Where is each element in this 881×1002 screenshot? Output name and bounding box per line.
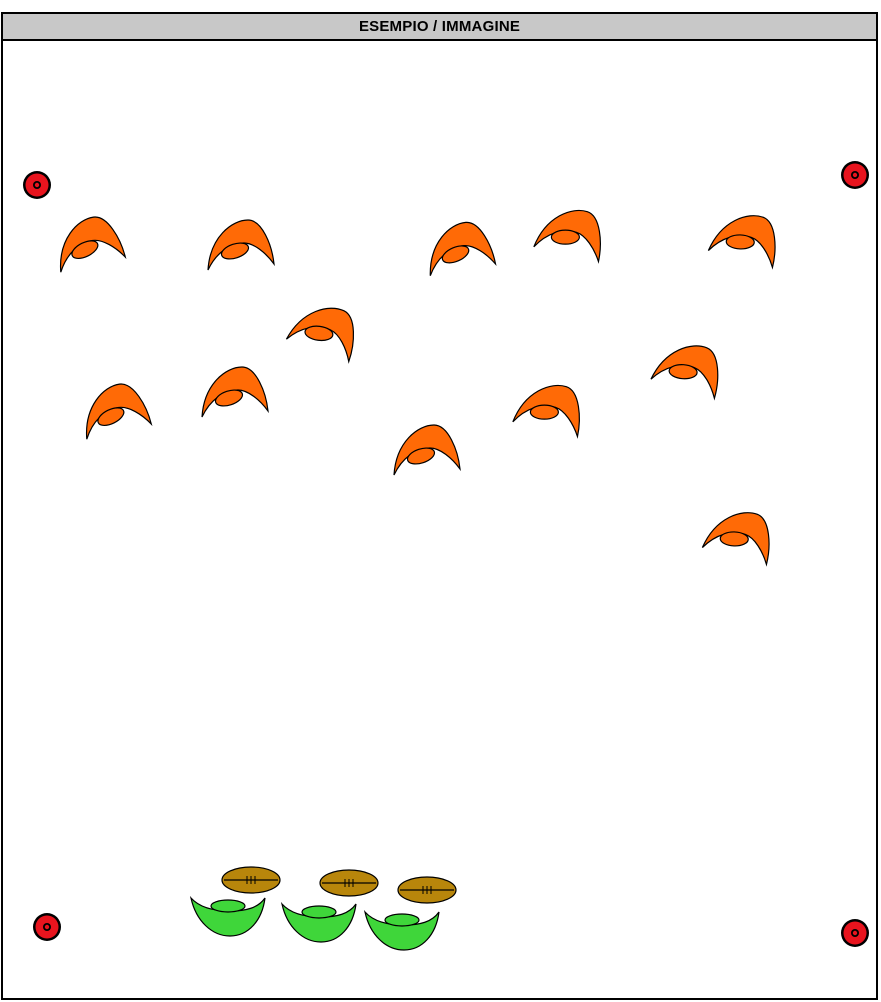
cone-marker-icon <box>23 171 51 199</box>
defender-player-icon <box>208 220 274 270</box>
defender-player-icon <box>651 333 731 404</box>
rugby-ball-icon <box>398 877 456 903</box>
defender-player-icon <box>394 425 460 475</box>
defender-player-icon <box>534 199 612 267</box>
attacker-player-icon <box>365 912 439 950</box>
attacker-player-icon <box>282 904 356 942</box>
rugby-ball-icon <box>320 870 378 896</box>
defender-player-icon <box>286 294 367 367</box>
cone-marker-icon <box>33 913 61 941</box>
cone-marker-icon <box>841 919 869 947</box>
defender-player-icon <box>708 204 787 274</box>
cone-marker-icon <box>841 161 869 189</box>
attacker-player-icon <box>191 898 265 936</box>
defender-player-icon <box>54 214 126 273</box>
defender-player-icon <box>202 367 268 417</box>
defender-player-icon <box>80 381 152 440</box>
defender-player-icon <box>702 501 781 571</box>
rugby-ball-icon <box>222 867 280 893</box>
defender-player-icon <box>513 374 591 442</box>
defender-player-icon <box>426 220 496 276</box>
